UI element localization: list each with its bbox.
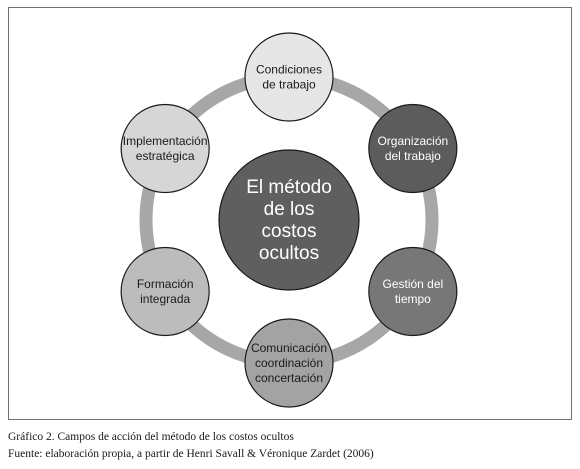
node-circle-gestion [368,246,458,337]
node-label-line: Gestión del [382,277,443,291]
center-label-line: costos [262,221,317,242]
node-circle-implementacion [120,103,210,194]
node-label-line: estratégica [136,149,195,163]
node-circle-organizacion [368,103,458,194]
center-label-line: El método [246,177,332,198]
figure-source: Fuente: elaboración propia, a partir de … [8,448,374,460]
node-label-line: Implementación [123,134,208,148]
node-label-line: integrada [140,292,190,306]
node-circle-formacion [120,246,210,337]
node-label-line: concertación [255,371,323,385]
figure-caption: Gráfico 2. Campos de acción del método d… [8,431,294,443]
node-label-line: Comunicación [251,341,327,355]
node-label-line: tiempo [395,292,431,306]
node-label-line: Formación [137,277,194,291]
center-label-line: ocultos [259,243,319,264]
center-circle [218,149,360,291]
node-label-line: Condiciones [256,63,322,77]
node-circle-comunicacion [244,318,334,408]
node-label-line: del trabajo [385,149,441,163]
node-label-line: Organización [377,134,448,148]
node-circle-condiciones [244,32,334,122]
node-label-line: coordinación [255,356,323,370]
center-label-line: de los [264,199,315,220]
node-label-line: de trabajo [262,78,316,92]
